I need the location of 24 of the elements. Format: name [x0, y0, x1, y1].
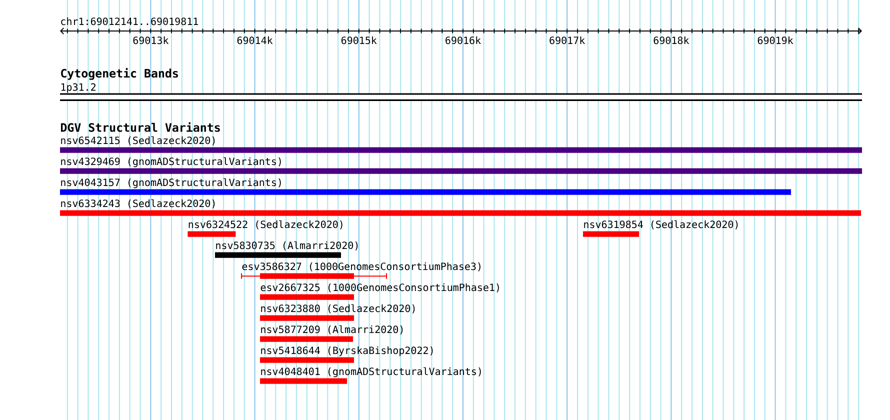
variant-label: nsv4329469 (gnomADStructuralVariants) [61, 157, 281, 168]
location-label: chr1:69012141..69019811 [61, 17, 198, 26]
variant-label: nsv5877209 (Almarri2020) [261, 325, 403, 334]
variant-label: nsv4048401 (gnomADStructuralVariants) [261, 367, 481, 378]
variant-label: nsv6334243 (Sedlazeck2020) [61, 199, 215, 208]
tick-label: 69014k [237, 36, 273, 44]
track-heading: DGV Structural Variants [60, 122, 220, 132]
tick-label: 69019k [758, 36, 794, 44]
tick-label: 69017k [550, 36, 585, 44]
variant-label: nsv6319854 (Sedlazeck2020) [584, 220, 738, 230]
variant-label: esv2667325 (1000GenomesConsortiumPhase1) [260, 283, 499, 292]
variant-label: esv3586327 (1000GenomesConsortiumPhase3) [242, 262, 480, 272]
tick-label: 69016k [446, 36, 481, 44]
variant-label: nsv6542115 (Sedlazeck2020) [61, 136, 215, 146]
variant-label: nsv5418644 (ByrskaBishop2022) [261, 346, 433, 356]
tick-label: 69018k [654, 36, 690, 44]
tick-label: 69015k [341, 36, 377, 44]
tick-label: 69013k [133, 36, 169, 44]
track-heading: Cytogenetic Bands [61, 68, 178, 80]
variant-label: nsv4043157 (gnomADStructuralVariants) [61, 178, 281, 188]
variant-label: nsv6324522 (Sedlazeck2020) [188, 220, 342, 230]
band-label: 1p31.2 [61, 83, 96, 93]
variant-label: nsv5830735 (Almarri2020) [216, 241, 358, 250]
variant-label: nsv6323880 (Sedlazeck2020) [261, 304, 415, 314]
